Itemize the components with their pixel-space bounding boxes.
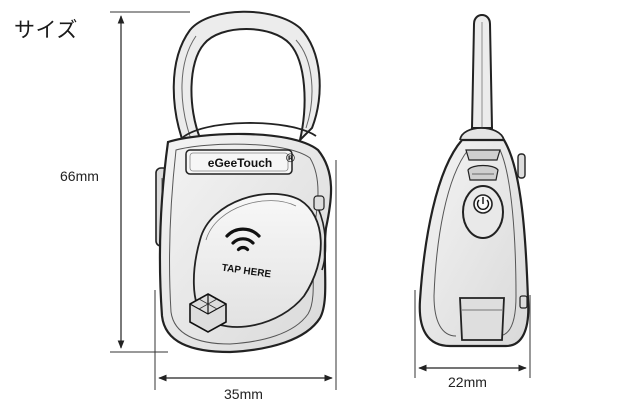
side-body — [418, 138, 530, 348]
nfc-wave-icon — [225, 227, 261, 252]
power-button-icon — [462, 185, 504, 239]
width-dimension — [154, 160, 337, 390]
depth-dimension — [414, 290, 531, 378]
height-label: 66mm — [60, 168, 99, 184]
lock-front-view — [155, 10, 333, 354]
registered-mark: ® — [286, 151, 295, 165]
width-label: 35mm — [224, 386, 263, 402]
height-dimension — [110, 11, 190, 353]
depth-label: 22mm — [448, 374, 487, 390]
brand-logo-text: eGeeTouch — [208, 156, 272, 170]
brand-cube-logo — [189, 293, 227, 333]
lock-side-view — [418, 14, 530, 348]
shackle — [172, 10, 321, 152]
page-title: サイズ — [14, 18, 78, 42]
